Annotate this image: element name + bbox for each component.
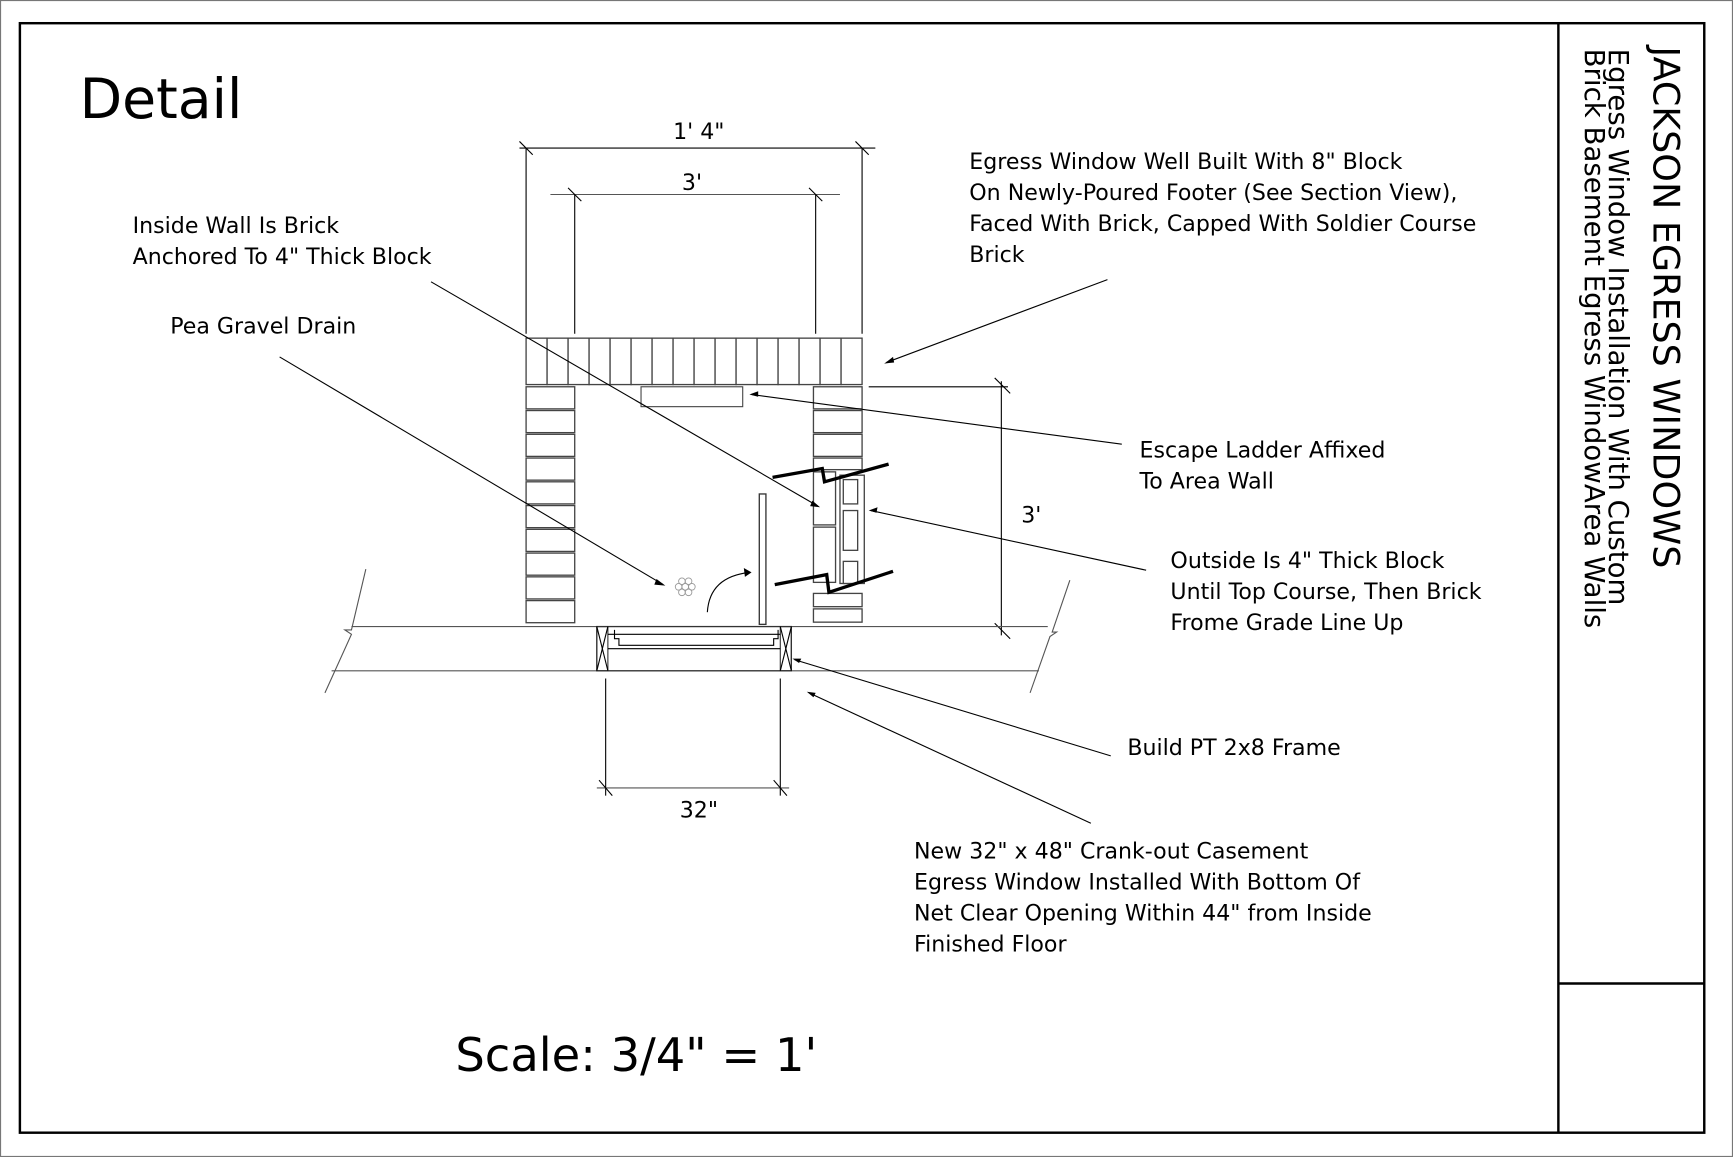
soldier-brick	[798, 337, 821, 386]
svg-text:On Newly-Poured Footer (See Se: On Newly-Poured Footer (See Section View…	[969, 180, 1457, 206]
dim-window-width-label: 32"	[680, 798, 718, 824]
note-inside-wall: Inside Wall Is Brick Anchored To 4" Thic…	[133, 213, 432, 270]
dimension-window-width: 32"	[596, 678, 790, 824]
wall-brick	[525, 457, 576, 481]
svg-text:Build PT 2x8 Frame: Build PT 2x8 Frame	[1127, 735, 1340, 761]
wall-brick	[525, 528, 576, 553]
leader-lines	[279, 279, 1147, 824]
wall-brick	[525, 504, 576, 529]
soldier-brick	[546, 337, 569, 386]
svg-text:Egress Window Well Built With: Egress Window Well Built With 8" Block	[969, 149, 1402, 175]
svg-text:Pea Gravel Drain: Pea Gravel Drain	[170, 314, 356, 340]
soldier-brick	[714, 337, 737, 386]
note-pea-gravel: Pea Gravel Drain	[170, 314, 356, 340]
note-outside-block: Outside Is 4" Thick Block Until Top Cour…	[1170, 548, 1481, 636]
soldier-course-cap	[525, 337, 863, 386]
svg-text:Brick: Brick	[969, 242, 1025, 268]
wall-brick	[812, 457, 863, 471]
dimension-overall-width: 1' 4"	[519, 119, 876, 334]
soldier-brick	[819, 337, 842, 386]
svg-text:Faced With Brick, Capped With: Faced With Brick, Capped With Soldier Co…	[969, 211, 1476, 237]
svg-text:To Area Wall: To Area Wall	[1138, 468, 1273, 494]
view-title: Detail	[80, 68, 243, 132]
soldier-brick	[735, 337, 758, 386]
soldier-brick	[525, 337, 548, 386]
wall-brick	[812, 386, 863, 410]
note-well-built: Egress Window Well Built With 8" Block O…	[969, 149, 1476, 268]
soldier-brick	[630, 337, 653, 386]
note-pt-frame: Build PT 2x8 Frame	[1127, 735, 1340, 761]
soldier-brick	[588, 337, 611, 386]
wall-brick	[525, 433, 576, 458]
escape-ladder	[640, 386, 744, 408]
left-brick-wall	[525, 386, 576, 624]
dimension-depth: 3'	[868, 377, 1041, 640]
soldier-brick	[672, 337, 695, 386]
dim-depth-label: 3'	[1021, 503, 1041, 529]
window-frame	[596, 625, 793, 672]
soldier-brick	[609, 337, 632, 386]
wall-brick	[812, 409, 863, 434]
svg-text:Egress Window Installed With B: Egress Window Installed With Bottom Of	[914, 870, 1361, 896]
svg-text:Until Top Course, Then Brick: Until Top Course, Then Brick	[1170, 579, 1481, 605]
svg-text:New 32" x 48" Crank-out Caseme: New 32" x 48" Crank-out Casement	[914, 839, 1309, 865]
wall-brick	[812, 592, 863, 608]
svg-text:Net Clear Opening Within 44" f: Net Clear Opening Within 44" from Inside	[914, 901, 1372, 927]
wall-brick	[525, 409, 576, 434]
wall-brick	[525, 481, 576, 505]
scale-label: Scale: 3/4" = 1'	[455, 1028, 817, 1082]
company-name: JACKSON EGRESS WINDOWS	[1644, 44, 1687, 568]
title-block-text: JACKSON EGRESS WINDOWS Egress Window Ins…	[1578, 44, 1688, 628]
block-cutaway	[772, 462, 894, 595]
note-escape-ladder: Escape Ladder Affixed To Area Wall	[1138, 437, 1385, 494]
pea-gravel-icon	[674, 577, 696, 597]
svg-text:Finished Floor: Finished Floor	[914, 931, 1067, 957]
svg-text:Escape Ladder Affixed: Escape Ladder Affixed	[1139, 437, 1385, 463]
svg-text:Frome Grade Line Up: Frome Grade Line Up	[1170, 610, 1403, 636]
soldier-brick	[777, 337, 800, 386]
dim-overall-width-label: 1' 4"	[673, 119, 724, 145]
svg-text:Anchored To 4" Thick Block: Anchored To 4" Thick Block	[133, 244, 432, 270]
note-new-window: New 32" x 48" Crank-out Casement Egress …	[914, 839, 1372, 958]
wall-brick	[525, 599, 576, 624]
project-subtitle-line2: Brick Basement Egress WindowArea Walls	[1578, 49, 1611, 629]
casement-sash	[758, 493, 767, 626]
wall-brick	[812, 433, 863, 458]
project-subtitle-line1: Egress Window Installation With Custom	[1602, 49, 1635, 606]
svg-text:Inside Wall Is Brick: Inside Wall Is Brick	[133, 213, 340, 239]
right-brick-wall	[812, 386, 863, 623]
soldier-brick	[756, 337, 779, 386]
swing-arrow-icon	[706, 568, 752, 613]
svg-text:Outside Is 4" Thick Block: Outside Is 4" Thick Block	[1170, 548, 1444, 574]
soldier-brick	[567, 337, 590, 386]
wall-brick	[525, 576, 576, 600]
dim-inner-width-label: 3'	[682, 170, 702, 196]
drawing-frame	[18, 21, 1706, 1134]
soldier-brick	[840, 337, 863, 386]
dimension-inner-width: 3'	[550, 170, 840, 334]
soldier-brick	[693, 337, 716, 386]
soldier-brick	[651, 337, 674, 386]
wall-brick	[525, 552, 576, 576]
wall-brick	[525, 386, 576, 410]
wall-brick	[812, 608, 863, 623]
